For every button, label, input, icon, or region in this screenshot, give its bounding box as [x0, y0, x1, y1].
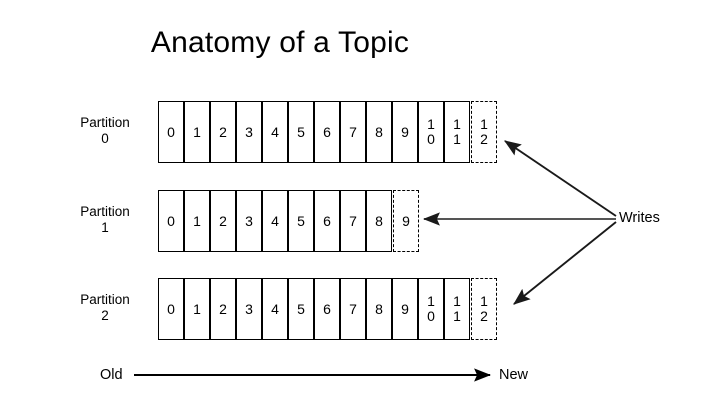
writes-label: Writes — [619, 210, 660, 226]
message-cell: 0 — [158, 278, 184, 340]
message-offset: 7 — [349, 123, 357, 140]
message-offset: 1 — [193, 212, 201, 229]
message-offset: 7 — [349, 212, 357, 229]
message-offset: 1 — [193, 300, 201, 317]
partition-label-line2: 1 — [101, 220, 109, 235]
message-offset: 0 — [167, 123, 175, 140]
message-cell: 3 — [236, 101, 262, 163]
message-offset: 9 — [401, 300, 409, 317]
message-cell: 8 — [366, 101, 392, 163]
message-offset: 3 — [245, 123, 253, 140]
message-cell: 9 — [392, 101, 418, 163]
writes-arrow-partition-0 — [504, 140, 617, 217]
message-offset: 1 — [193, 123, 201, 140]
message-offset: 2 — [219, 212, 227, 229]
message-cell: 1 — [184, 101, 210, 163]
message-offset: 8 — [375, 123, 383, 140]
message-cell: 7 — [340, 101, 366, 163]
message-offset: 2 — [219, 300, 227, 317]
message-offset: 5 — [297, 123, 305, 140]
message-cell: 5 — [288, 278, 314, 340]
message-cell: 5 — [288, 190, 314, 252]
message-cell: 0 — [158, 101, 184, 163]
message-offset: 8 — [375, 300, 383, 317]
pending-write-cell: 9 — [393, 190, 419, 252]
message-offset: 4 — [271, 123, 279, 140]
axis-new-label: New — [499, 367, 529, 383]
message-cell: 5 — [288, 101, 314, 163]
partition-label-line1: Partition — [80, 204, 130, 219]
message-offset: 0 — [167, 212, 175, 229]
axis-old-label: Old — [100, 367, 123, 383]
message-cell: 6 — [314, 190, 340, 252]
message-cell: 7 — [340, 278, 366, 340]
message-offset: 6 — [323, 212, 331, 229]
message-cell: 7 — [340, 190, 366, 252]
writes-arrow-partition-2 — [513, 221, 617, 305]
message-cell: 4 — [262, 101, 288, 163]
message-cell: 3 — [236, 278, 262, 340]
partition-label-line2: 2 — [101, 308, 109, 323]
message-offset: 3 — [245, 300, 253, 317]
message-cell: 8 — [366, 278, 392, 340]
message-cell: 2 — [210, 190, 236, 252]
message-cell: 3 — [236, 190, 262, 252]
message-offset: 9 — [401, 123, 409, 140]
message-cell: 2 — [210, 101, 236, 163]
message-offset: 2 — [219, 123, 227, 140]
message-cell: 6 — [314, 101, 340, 163]
message-offset: 4 — [271, 300, 279, 317]
message-cell: 4 — [262, 190, 288, 252]
message-cell: 6 — [314, 278, 340, 340]
message-cell: 9 — [392, 278, 418, 340]
message-offset: 9 — [402, 212, 410, 229]
message-offset: 8 — [375, 212, 383, 229]
message-offset: 0 — [167, 300, 175, 317]
partition-label-line1: Partition — [80, 115, 130, 130]
message-cell: 8 — [366, 190, 392, 252]
message-offset: 6 — [323, 300, 331, 317]
partition-label-line1: Partition — [80, 292, 130, 307]
message-cell: 0 — [158, 190, 184, 252]
message-cell: 2 — [210, 278, 236, 340]
message-offset: 6 — [323, 123, 331, 140]
message-cell: 1 — [184, 278, 210, 340]
page-title: Anatomy of a Topic — [150, 26, 410, 59]
partition-cells: 0 1 2 3 4 5 6 7 8 9 — [158, 190, 419, 252]
message-offset: 5 — [297, 212, 305, 229]
partition-label-line2: 0 — [101, 131, 109, 146]
message-offset: 3 — [245, 212, 253, 229]
message-cell: 4 — [262, 278, 288, 340]
message-offset: 5 — [297, 300, 305, 317]
message-cell: 1 — [184, 190, 210, 252]
message-offset: 7 — [349, 300, 357, 317]
message-offset: 4 — [271, 212, 279, 229]
